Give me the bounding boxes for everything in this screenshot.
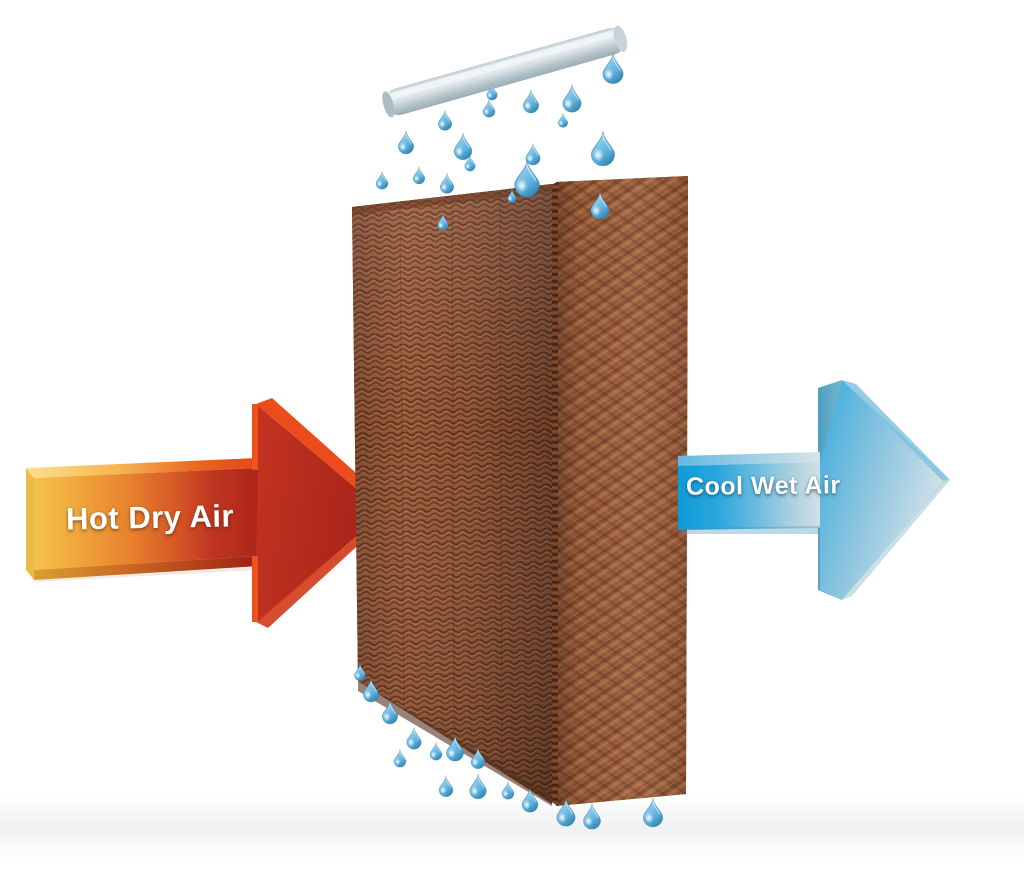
water-droplet [469,773,487,800]
water-droplet [393,748,407,768]
water-droplet [482,98,496,118]
water-distribution-pipe [382,25,628,118]
water-droplet [439,172,455,194]
water-droplet [583,803,601,830]
pad-side-corrugated-face [556,176,688,806]
water-droplet [562,84,582,113]
water-droplet [525,143,541,166]
evaporative-cooling-pad [352,176,688,806]
water-droplet [438,775,454,798]
water-droplet [429,741,443,761]
water-droplet [406,727,422,750]
water-droplet [453,132,473,161]
pad-front-corrugated-face [352,184,552,806]
water-droplet [397,130,415,155]
water-droplet [412,166,426,185]
water-droplet [437,109,453,131]
water-droplet [522,89,540,114]
cool-wet-air-arrow [678,380,950,600]
hot-dry-air-arrow [26,398,392,628]
water-droplet [557,112,569,128]
water-droplet [501,780,515,800]
water-droplet [590,130,616,167]
water-droplet [514,159,540,198]
water-droplet [642,797,664,828]
water-droplet [602,52,624,85]
water-droplet [375,170,389,190]
